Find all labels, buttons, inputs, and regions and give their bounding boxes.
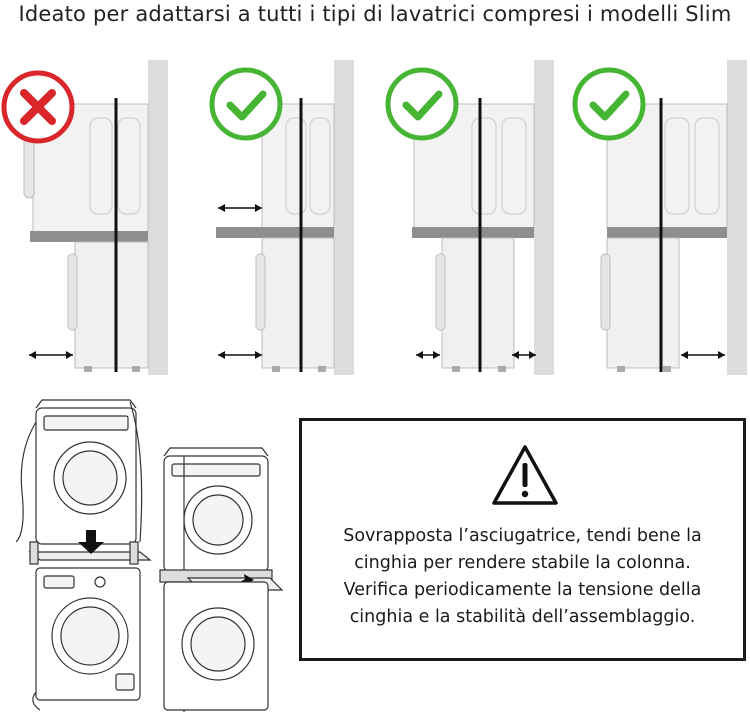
notice-line: cinghia per rendere stabile la colonna. bbox=[354, 553, 691, 573]
panel-incompatible bbox=[0, 58, 175, 378]
notice-text: Sovrapposta l’asciugatrice, tendi bene l… bbox=[302, 523, 743, 631]
cross-icon bbox=[1, 70, 75, 144]
check-icon bbox=[209, 67, 283, 141]
check-icon bbox=[572, 67, 646, 141]
stack-installing bbox=[15, 399, 152, 711]
panel-compatible-3 bbox=[565, 58, 748, 378]
panel-compatible-1 bbox=[200, 58, 360, 378]
warning-triangle-icon bbox=[492, 445, 558, 505]
stacking-illustration bbox=[0, 392, 290, 722]
notice-line: cinghia e la stabilità dell’assemblaggio… bbox=[349, 607, 696, 627]
notice-line: Verifica periodicamente la tensione dell… bbox=[343, 580, 702, 600]
panel-compatible-2 bbox=[380, 58, 555, 378]
strap-tension-notice: Sovrapposta l’asciugatrice, tendi bene l… bbox=[299, 418, 746, 661]
stack-assembled bbox=[159, 447, 284, 712]
check-icon bbox=[385, 67, 459, 141]
page-heading: Ideato per adattarsi a tutti i tipi di l… bbox=[18, 2, 732, 26]
notice-line: Sovrapposta l’asciugatrice, tendi bene l… bbox=[343, 526, 702, 546]
